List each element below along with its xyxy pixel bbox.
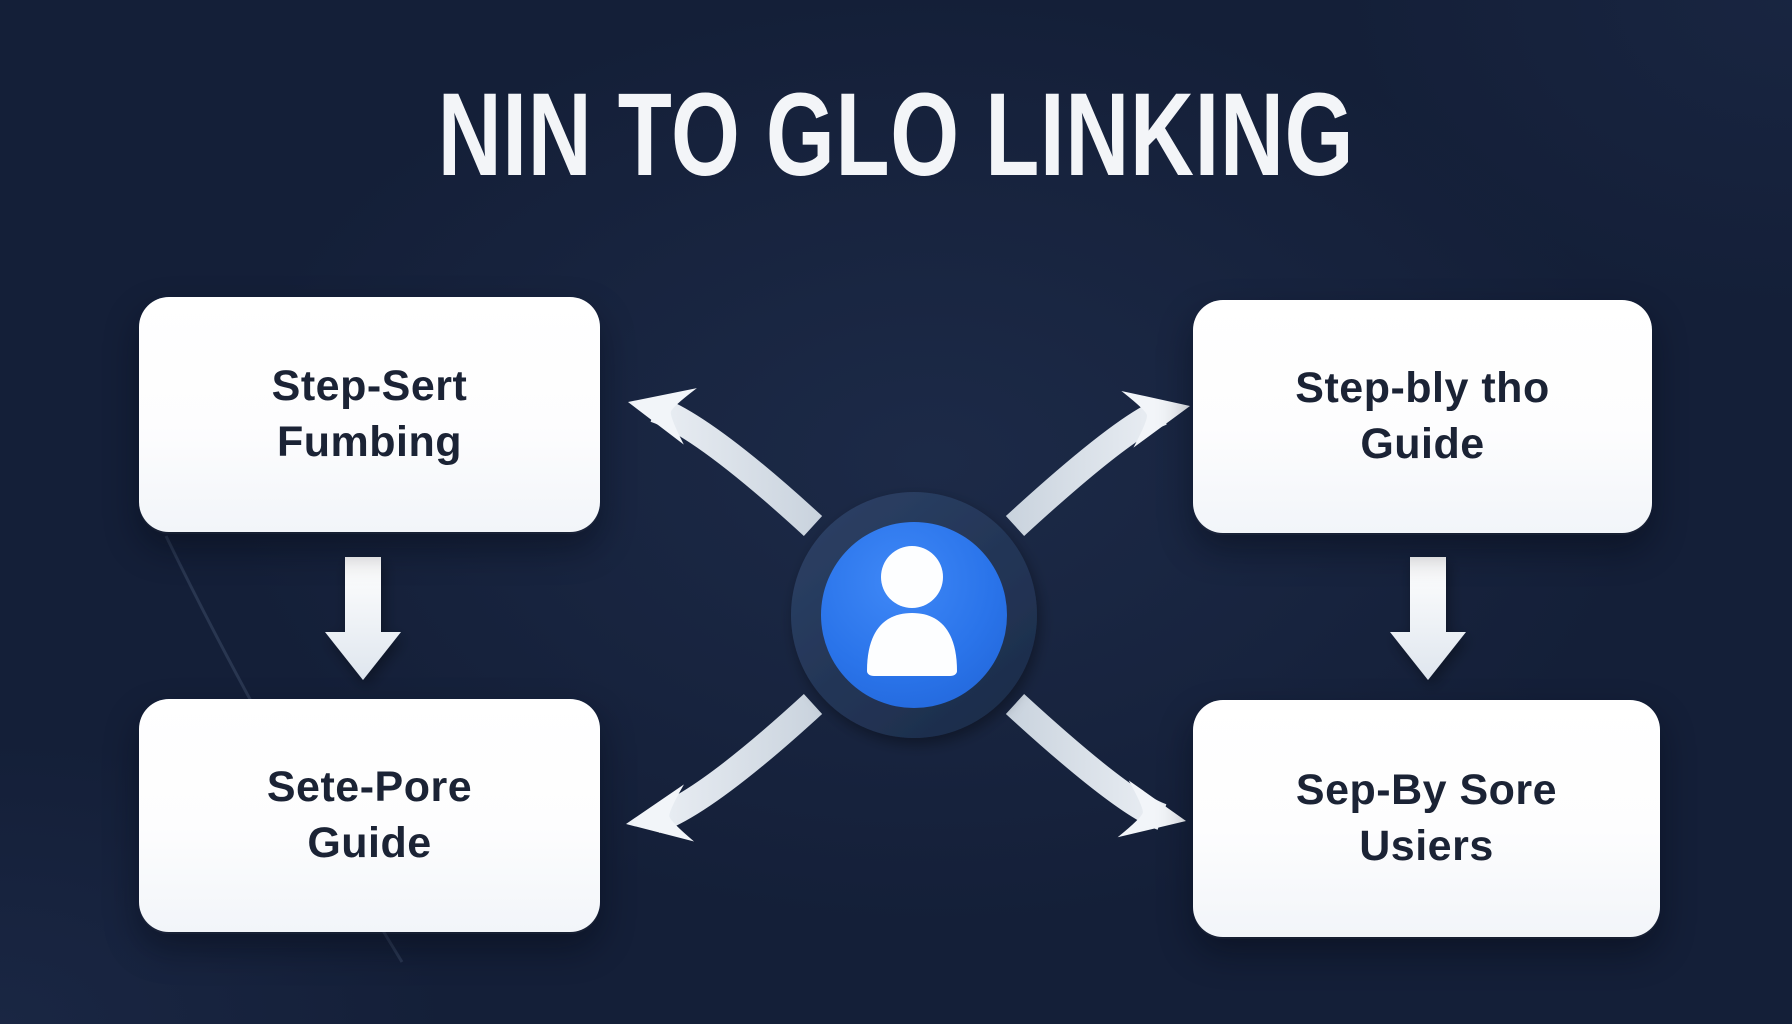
card-top-right: Step-bly tho Guide: [1193, 300, 1652, 533]
card-bottom-right-text: Sep-By Sore Usiers: [1296, 763, 1557, 875]
curved-arrow-top-right-icon: [1005, 390, 1190, 536]
down-arrow-right-icon: [1390, 557, 1466, 680]
card-bottom-left-line2: Guide: [307, 818, 432, 867]
card-bottom-left-text: Sete-Pore Guide: [267, 760, 472, 872]
page-title-text: NIN TO GLO LINKING: [437, 69, 1355, 201]
card-bottom-right-line2: Usiers: [1359, 821, 1494, 870]
card-top-right-line2: Guide: [1360, 419, 1485, 468]
card-bottom-right-line1: Sep-By Sore: [1295, 765, 1558, 814]
card-top-right-line1: Step-bly tho: [1295, 363, 1550, 412]
curved-arrow-top-left-icon: [628, 388, 823, 536]
card-bottom-right: Sep-By Sore Usiers: [1193, 700, 1660, 937]
card-bottom-left: Sete-Pore Guide: [139, 699, 600, 932]
center-node: [791, 492, 1037, 738]
card-top-left-text: Step-Sert Fumbing: [272, 359, 468, 471]
card-top-left-line2: Fumbing: [276, 417, 462, 466]
curved-arrow-bottom-left-icon: [626, 694, 823, 842]
card-top-left-line1: Step-Sert: [271, 361, 468, 410]
card-bottom-left-line1: Sete-Pore: [266, 762, 473, 811]
person-icon: [867, 546, 957, 676]
curved-arrow-bottom-right-icon: [1005, 694, 1186, 838]
card-top-left: Step-Sert Fumbing: [139, 297, 600, 532]
page-title: NIN TO GLO LINKING: [0, 76, 1792, 194]
down-arrow-left-icon: [325, 557, 401, 680]
card-top-right-text: Step-bly tho Guide: [1295, 361, 1549, 473]
